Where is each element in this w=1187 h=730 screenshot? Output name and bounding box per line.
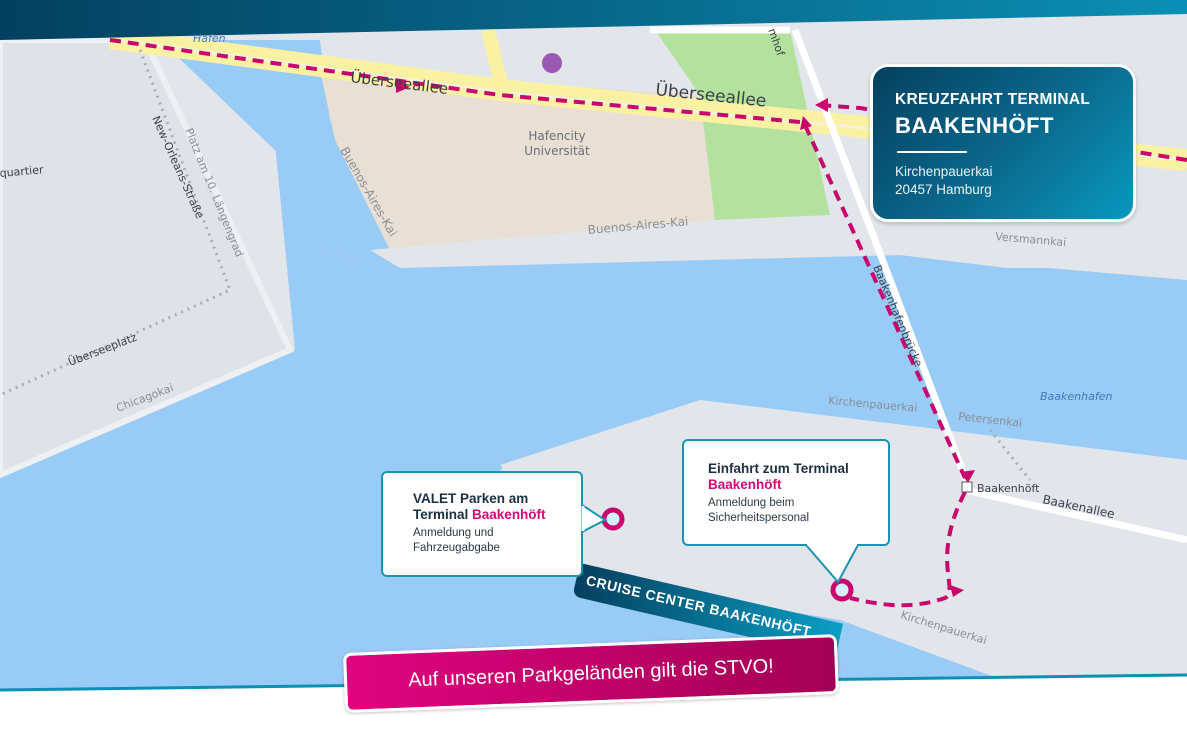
path-dotted-west xyxy=(0,49,232,397)
terminal-info-card: KREUZFAHRT TERMINAL BAAKENHÖFT Kirchenpa… xyxy=(870,64,1136,222)
poi-hotel-icon[interactable] xyxy=(542,53,562,73)
valet-callout: VALET Parken am Terminal Baakenhöft Anme… xyxy=(381,471,583,577)
valet-desc-line2: Fahrzeugabgabe xyxy=(413,542,500,554)
entrance-title: Einfahrt zum Terminal xyxy=(708,461,849,476)
valet-desc-line1: Anmeldung und xyxy=(413,527,494,539)
terminal-address: Kirchenpauerkai 20457 Hamburg xyxy=(895,163,993,199)
valet-title-line2: Terminal xyxy=(413,507,469,522)
address-city: 20457 Hamburg xyxy=(895,182,992,197)
road-baakenallee xyxy=(964,486,1187,544)
route-arrow-icon xyxy=(950,585,964,597)
divider xyxy=(897,151,967,153)
valet-title-highlight: Baakenhöft xyxy=(472,507,546,522)
campus-area xyxy=(320,70,715,250)
label-university: Universität xyxy=(524,144,590,158)
entrance-callout: Einfahrt zum Terminal Baakenhöft Anmeldu… xyxy=(682,439,890,546)
address-street: Kirchenpauerkai xyxy=(895,164,993,179)
valet-title-line1: VALET Parken am xyxy=(413,491,529,506)
land-left xyxy=(0,37,295,479)
label-baakenhoeft-stop: Baakenhöft xyxy=(977,482,1040,495)
entrance-desc-line2: Sicherheitspersonal xyxy=(708,512,810,524)
entrance-description: Anmeldung beim Sicherheitspersonal xyxy=(708,496,888,526)
label-quartier: quartier xyxy=(0,163,44,180)
label-baakenhafen: Baakenhafen xyxy=(1040,390,1112,403)
valet-title: VALET Parken am Terminal Baakenhöft xyxy=(413,491,581,523)
road-north xyxy=(481,28,512,102)
bus-stop-icon[interactable] xyxy=(961,481,973,493)
header-band xyxy=(0,0,1187,40)
route-arrow-icon xyxy=(815,98,828,112)
quay-upper xyxy=(370,220,1187,280)
label-versmannkai: Versmannkai xyxy=(995,230,1067,249)
route-arrows xyxy=(396,80,975,597)
label-hafen: Hafen xyxy=(193,32,226,45)
route-arrow-icon xyxy=(960,470,975,483)
terminal-title: KREUZFAHRT TERMINAL xyxy=(895,91,1091,108)
valet-description: Anmeldung und Fahrzeugabgabe xyxy=(413,526,581,556)
entrance-desc-line1: Anmeldung beim xyxy=(708,497,795,509)
terminal-name: BAAKENHÖFT xyxy=(895,113,1054,138)
water-elbe xyxy=(0,40,1187,690)
route-arrow-icon xyxy=(396,80,410,93)
label-university: Hafencity xyxy=(528,129,585,143)
valet-marker[interactable] xyxy=(601,507,625,531)
entrance-title-highlight: Baakenhöft xyxy=(708,477,782,492)
entrance-marker[interactable] xyxy=(830,578,854,602)
route-arrow-icon xyxy=(800,116,812,130)
